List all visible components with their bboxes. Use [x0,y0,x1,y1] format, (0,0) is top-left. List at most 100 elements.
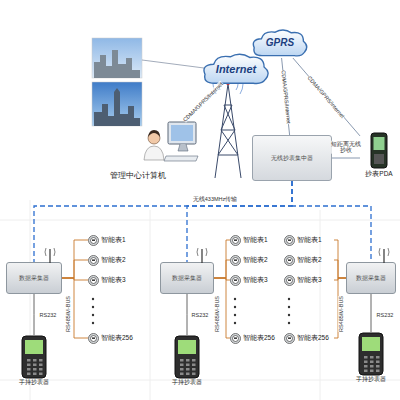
smart-meter: 智能表256 [88,330,138,346]
pda-keys [374,154,384,164]
network-cloud: GPRS [250,28,310,58]
meter-body [231,235,241,245]
screen [171,125,193,141]
meter-label: 智能表1 [297,236,322,243]
meter-body [285,235,295,245]
antenna-waves [45,248,55,256]
link-label: RS485/M-BUS [338,296,344,332]
dot [288,306,290,308]
handheld-body [359,333,383,375]
meter-body [231,255,241,265]
network-link [332,158,360,159]
ellipsis-dots [92,298,290,324]
bus-wire [334,278,346,338]
meter-body [285,275,295,285]
handheld-icon [21,335,47,379]
handheld-key [376,365,380,368]
node-label: 数据采集器 [19,275,49,282]
bus-wire [214,240,230,278]
meter-dial [91,237,97,243]
antenna-rod [201,249,202,263]
handheld-key [33,359,37,362]
operator-hair [148,130,160,137]
handheld-key [192,364,196,367]
meter-icon [88,333,99,344]
node-label: 管理中心计算机 [110,171,166,180]
smart-meter: 智能表3 [284,272,334,288]
node-label: 手持抄表器 [172,379,202,386]
meter-label: 智能表2 [297,256,322,263]
handheld-reader: 手持抄表器 [349,332,393,390]
smart-meter: 智能表2 [284,252,334,268]
collector-box: 数据采集器 [6,262,62,294]
meter-counter [234,279,237,280]
handheld-key [192,359,196,362]
node-label: GPRS [266,37,294,49]
meter-icon [88,235,99,246]
skyline [94,50,140,78]
node-label: 数据采集器 [356,275,386,282]
meter-body [89,333,99,343]
handheld-screen [25,340,43,354]
keyboard [164,156,198,161]
handheld-icon [358,332,384,376]
cloud-outline [204,54,268,83]
meter-dial [287,237,293,243]
dot [234,306,236,308]
meter-counter [288,259,291,260]
backdrop-lines [0,200,400,400]
cloud-outline [253,30,306,56]
meter-icon [230,235,241,246]
antenna-icon [45,247,55,263]
wireless-link [34,181,292,262]
meter-dial [233,335,239,341]
handheld-key [370,361,374,364]
meter-label: 智能表3 [243,276,268,283]
meter-body [89,275,99,285]
meter-dial [233,257,239,263]
handheld-key [39,364,43,367]
handheld-key [186,373,190,376]
smart-meter: 智能表1 [88,232,138,248]
bus-wire [334,240,346,278]
monitor [168,122,196,144]
wireless-link [187,181,292,262]
bus-wire [334,260,346,278]
handheld-key [370,365,374,368]
dot [288,298,290,300]
computer-station: 管理中心计算机 [110,118,200,180]
faint-backdrop [0,200,400,400]
dot [92,314,94,316]
meter-dial [91,257,97,263]
link-label: 短距离无线抄收 [331,141,361,154]
pda-body [371,133,387,168]
handheld-key [364,370,368,373]
photo-frame [92,82,142,126]
network-cloud: Internet [200,52,272,86]
handheld-key [180,364,184,367]
handheld-reader: 手持抄表器 [12,335,56,393]
collector-box: 数据采集器 [160,262,214,294]
handheld-body [22,336,46,378]
network-link [371,294,372,332]
antenna-waves [379,248,389,256]
handheld-key [27,373,31,376]
dot [234,298,236,300]
handheld-key [39,368,43,371]
pda-device: 抄表PDA [360,132,398,184]
meter-icon [284,235,295,246]
meter-dial [287,335,293,341]
link-label: CDMA/GPRS/Internet [181,81,224,123]
meter-label: 智能表2 [243,256,268,263]
meter-label: 智能表3 [101,276,126,283]
meter-dial [91,277,97,283]
meter-icon [88,275,99,286]
photo-frame [92,38,142,78]
handheld-key [33,368,37,371]
bus-wire [214,278,230,338]
node-label: 手持抄表器 [19,379,49,386]
handheld-icon [174,335,200,379]
node-label: 手持抄表器 [356,376,386,383]
meter-body [285,333,295,343]
